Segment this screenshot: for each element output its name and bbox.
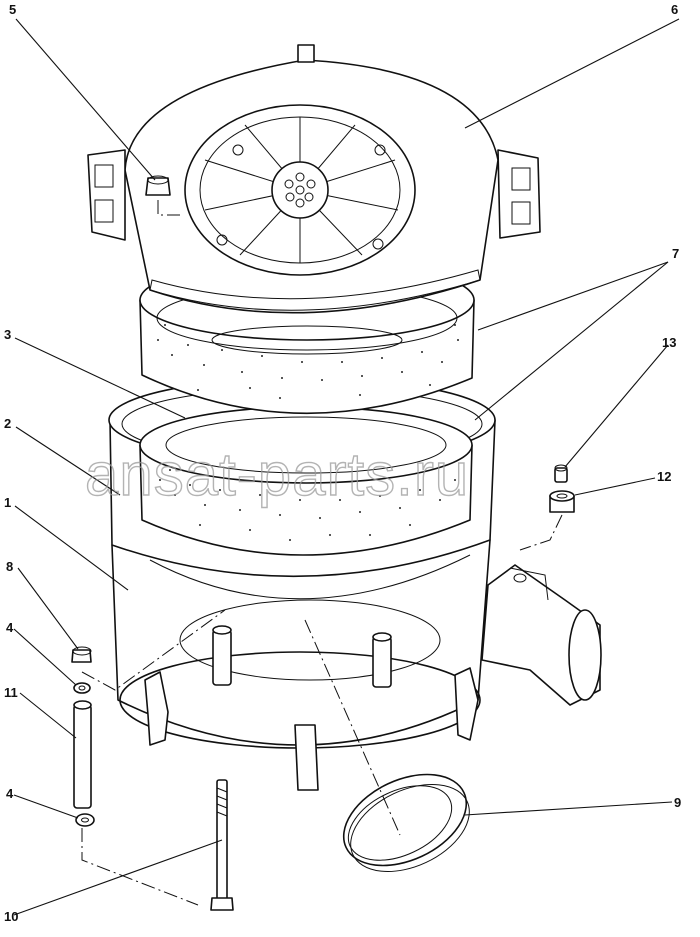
callout-7: 7 bbox=[672, 246, 679, 261]
leader-lines bbox=[13, 18, 680, 916]
callout-1: 1 bbox=[4, 495, 11, 510]
watermark-text: ansat-parts.ru bbox=[85, 441, 469, 508]
washer-part-4-upper bbox=[73, 682, 91, 694]
callout-4-upper: 4 bbox=[6, 620, 14, 635]
grommet-part-12 bbox=[549, 490, 575, 513]
bolt-part-10 bbox=[210, 779, 234, 911]
housing-cover bbox=[87, 44, 541, 314]
callout-4-lower: 4 bbox=[6, 786, 14, 801]
callout-2: 2 bbox=[4, 416, 11, 431]
callout-6: 6 bbox=[671, 2, 678, 17]
spacer-tube-part-11 bbox=[73, 700, 92, 809]
filter-cartridge-lower bbox=[139, 406, 473, 556]
washer-part-4-lower bbox=[75, 813, 95, 827]
callout-8: 8 bbox=[6, 559, 13, 574]
callout-10: 10 bbox=[4, 909, 18, 924]
callout-5: 5 bbox=[9, 2, 16, 17]
callout-13: 13 bbox=[662, 335, 676, 350]
callout-12: 12 bbox=[657, 469, 671, 484]
air-filter-housing bbox=[111, 539, 602, 791]
nut-part-8 bbox=[71, 646, 92, 663]
plug-part-13 bbox=[554, 464, 568, 483]
callout-3: 3 bbox=[4, 327, 11, 342]
callout-9: 9 bbox=[674, 795, 681, 810]
callout-11: 11 bbox=[4, 685, 18, 700]
assembly-center-lines bbox=[81, 200, 563, 906]
seal-ring-part-9 bbox=[342, 773, 470, 873]
callout-labels: 5 6 7 3 13 2 12 1 8 4 11 4 9 10 bbox=[4, 2, 681, 924]
